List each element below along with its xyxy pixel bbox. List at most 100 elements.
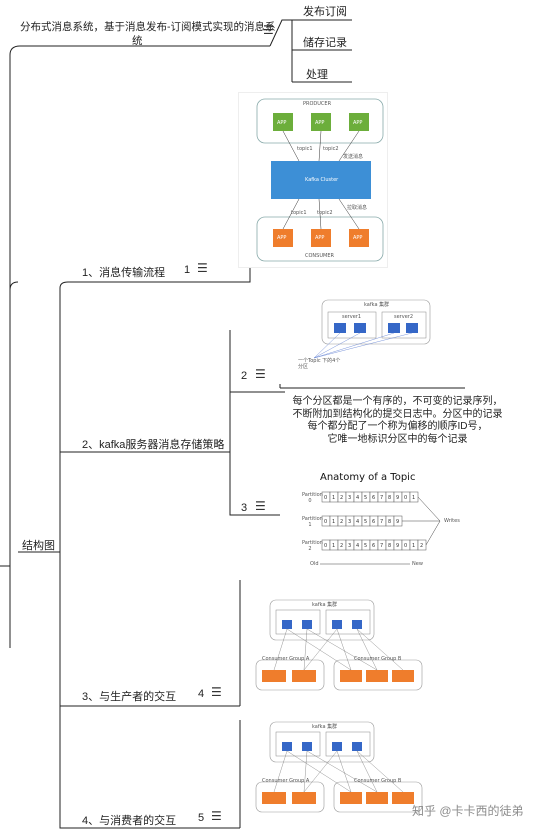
partition-0-offset: 2 <box>340 495 343 501</box>
section-2-sub-1-number: 2 <box>241 370 248 382</box>
section-2-sub-1-menu-icon[interactable]: ☰ <box>255 367 267 381</box>
section-2-label[interactable]: 2、kafka服务器消息存储策略 <box>82 439 225 451</box>
watermark: 知乎 @卡卡西的徒弟 <box>412 804 524 818</box>
fig2-cluster-label: kafka 集群 <box>364 302 390 308</box>
partition-2-label: Partition 2 <box>302 540 323 552</box>
fig2-note: 一个Topic 下的4个分区 <box>298 358 341 370</box>
partition-2-offset: 4 <box>356 543 359 549</box>
partition-2-offset: 2 <box>340 543 343 549</box>
partition-line-3: 每个都分配了一个称为偏移的顺序ID号， <box>307 421 488 432</box>
consumer-label: CONSUMER <box>305 253 334 259</box>
fig4-group-b: Consumer Group B <box>354 656 402 662</box>
section-4-label[interactable]: 4、与消费者的交互 <box>82 815 177 827</box>
partition-2-offset: 8 <box>388 543 391 549</box>
writes-arrow <box>417 496 441 522</box>
partition-1-offset: 3 <box>348 519 351 525</box>
partition-0-offset: 1 <box>412 495 415 501</box>
partition-2-offset: 1 <box>332 543 335 549</box>
partition-2-offset: 6 <box>372 543 375 549</box>
partition-2-offset: 5 <box>364 543 367 549</box>
fig2-server2-label: server2 <box>394 314 414 320</box>
fig4-cluster-label: kafka 集群 <box>312 602 338 608</box>
partition-1-offset: 5 <box>364 519 367 525</box>
partition-0-offset: 0 <box>404 495 407 501</box>
partition-0-offset: 0 <box>324 495 327 501</box>
section-4-menu-icon[interactable]: ☰ <box>211 809 223 823</box>
topic-label-4: topic2 <box>317 210 333 216</box>
new-label: New <box>412 561 423 567</box>
topic-label-1: topic1 <box>297 146 313 152</box>
partition-1-offset: 6 <box>372 519 375 525</box>
consumer-app-1-label: APP <box>277 235 287 241</box>
root-title-wrap: 统 <box>132 35 143 47</box>
cluster-partitions-diagram: kafka 集群 server1 server2 一个Topic 下的4个分区 <box>294 296 434 374</box>
section-3-label[interactable]: 3、与生产者的交互 <box>82 691 177 703</box>
topic-label-3: topic1 <box>291 210 307 216</box>
section-2-sub-2-number: 3 <box>241 502 248 514</box>
partition-0-offset: 6 <box>372 495 375 501</box>
producer-app-1-label: APP <box>277 120 287 126</box>
child-process[interactable]: 处理 <box>306 69 328 81</box>
partition-1-offset: 9 <box>396 519 399 525</box>
partition-2-offset: 0 <box>324 543 327 549</box>
fig2-server1-label: server1 <box>342 314 362 320</box>
producer-app-3 <box>349 113 369 131</box>
producer-interaction-diagram: kafka 集群 Consumer Group A Consumer Group… <box>254 596 424 692</box>
cluster-label: Kafka Cluster <box>305 177 339 183</box>
consumer-interaction-diagram: kafka 集群 Consumer Group A Consumer Group… <box>254 718 424 814</box>
partition-0-label: Partition 0 <box>302 492 323 504</box>
section-1-number: 1 <box>184 264 191 276</box>
partition-2-offset: 2 <box>420 543 423 549</box>
root-menu-icon[interactable]: ☰ <box>263 23 275 37</box>
section-1-label[interactable]: 1、消息传输流程 <box>82 267 166 279</box>
anatomy-title: Anatomy of a Topic <box>320 472 416 483</box>
section-3-number: 4 <box>198 688 205 700</box>
partition-1-offset: 2 <box>340 519 343 525</box>
fig5-cluster-label: kafka 集群 <box>312 724 338 730</box>
partition-0-offset: 3 <box>348 495 351 501</box>
send-label: 发送消息 <box>343 154 364 160</box>
section-2-sub-2-menu-icon[interactable]: ☰ <box>255 499 267 513</box>
producer-app-1 <box>273 113 293 131</box>
partition-0-offset: 8 <box>388 495 391 501</box>
message-flow-diagram: PRODUCER APP APP APP topic1 topic2 发送消息 … <box>238 92 388 268</box>
writes-arrow <box>425 520 441 546</box>
consumer-app-3 <box>349 229 369 247</box>
partition-2-offset: 7 <box>380 543 383 549</box>
partition-line-4: 它唯一地标识分区中的每个记录 <box>327 433 468 445</box>
partition-2-offset: 0 <box>404 543 407 549</box>
child-store-records[interactable]: 储存记录 <box>303 37 347 49</box>
consumer-app-2 <box>311 229 331 247</box>
partition-explanation: 每个分区都是一个有序的，不可变的记录序列， 不断附加到结构化的提交日志中。分区中… <box>280 396 515 446</box>
fig5-group-b: Consumer Group B <box>354 778 402 784</box>
topic-label-2: topic2 <box>323 146 339 152</box>
partition-0-offset: 7 <box>380 495 383 501</box>
partition-2-offset: 1 <box>412 543 415 549</box>
child-publish-subscribe[interactable]: 发布订阅 <box>303 6 347 18</box>
partition-2-offset: 9 <box>396 543 399 549</box>
partition-2-offset: 3 <box>348 543 351 549</box>
kafka-cluster-box <box>271 161 371 199</box>
fetch-label: 拉取消息 <box>347 205 368 211</box>
root-title: 分布式消息系统，基于消息发布-订阅模式实现的消息系 <box>20 21 276 33</box>
producer-label: PRODUCER <box>303 101 332 107</box>
partition-1-offset: 7 <box>380 519 383 525</box>
writes-label: Writes <box>444 518 460 524</box>
partition-1-offset: 0 <box>324 519 327 525</box>
partition-0-offset: 9 <box>396 495 399 501</box>
consumer-app-1 <box>273 229 293 247</box>
section-1-menu-icon[interactable]: ☰ <box>197 261 209 275</box>
partition-0-offset: 4 <box>356 495 359 501</box>
fig5-group-a: Consumer Group A <box>262 778 310 784</box>
section-3-menu-icon[interactable]: ☰ <box>211 685 223 699</box>
partition-1-offset: 1 <box>332 519 335 525</box>
old-label: Old <box>310 561 319 567</box>
partition-0-offset: 5 <box>364 495 367 501</box>
partition-1-offset: 8 <box>388 519 391 525</box>
partition-1-offset: 4 <box>356 519 359 525</box>
structure-label[interactable]: 结构图 <box>22 540 55 552</box>
partition-1-label: Partition 1 <box>302 516 323 528</box>
producer-app-3-label: APP <box>353 120 363 126</box>
